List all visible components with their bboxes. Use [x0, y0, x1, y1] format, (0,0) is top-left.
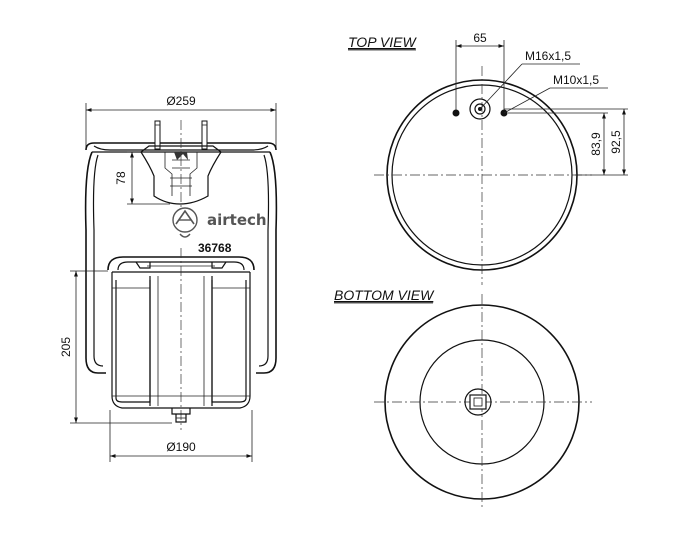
- brand-name: airtech: [207, 211, 267, 229]
- dim-offset-label: 65: [473, 31, 487, 45]
- dim-bottom-diameter: Ø190: [109, 410, 253, 462]
- mounting-studs: [154, 120, 208, 150]
- top-view-title: TOP VIEW: [348, 34, 417, 50]
- thread-small-label: M10x1,5: [553, 73, 599, 87]
- dim-top-diameter: Ø259: [85, 94, 277, 150]
- top-view: TOP VIEW 65 M16x1,5 M10x1,5: [348, 31, 628, 285]
- dim-offset: 65: [455, 31, 505, 110]
- bottom-view: BOTTOM VIEW: [334, 287, 592, 510]
- dim-bottom-diameter-label: Ø190: [166, 440, 196, 454]
- part-number: 36768: [198, 241, 232, 255]
- dim-92-label: 92,5: [609, 130, 623, 154]
- rubber-bellow: [84, 151, 278, 374]
- dim-83-label: 83,9: [589, 132, 603, 156]
- dim-top-diameter-label: Ø259: [166, 94, 196, 108]
- bottom-view-title: BOTTOM VIEW: [334, 287, 435, 303]
- dim-pin-height-label: 78: [114, 171, 128, 185]
- thread-callouts: M16x1,5 M10x1,5: [479, 49, 608, 114]
- brand-logo: airtech: [172, 207, 267, 238]
- piston: [107, 248, 255, 430]
- air-fitting: [140, 120, 222, 232]
- side-view: Ø259 78: [59, 94, 278, 462]
- dim-height-label: 205: [59, 337, 73, 357]
- central-fitting: [469, 98, 491, 120]
- bottom-fitting: [171, 408, 191, 423]
- dim-pin-height: 78: [114, 151, 170, 205]
- stud-hole-left: [452, 109, 460, 117]
- bottom-fitting-hex: [464, 388, 492, 416]
- dim-vertical-offsets: 83,9 92,5: [504, 108, 628, 176]
- dim-height: 205: [59, 270, 172, 424]
- thread-large-label: M16x1,5: [525, 49, 571, 63]
